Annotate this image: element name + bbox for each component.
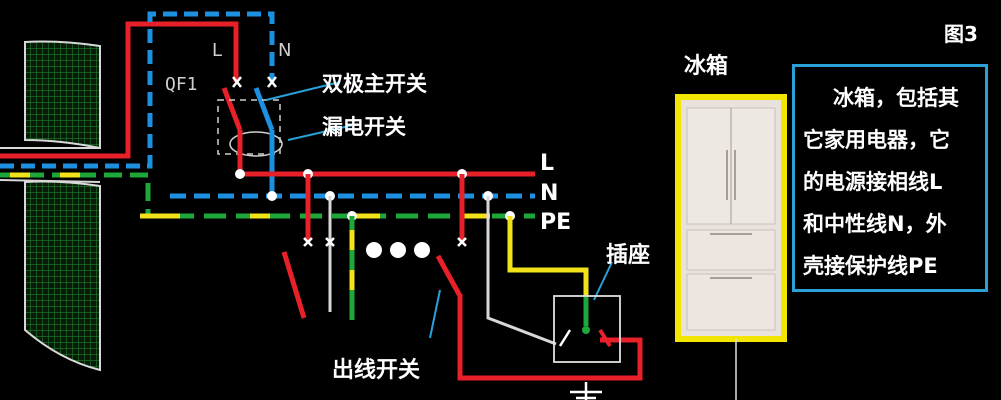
note-line: 和中性线N，外	[803, 212, 947, 236]
branch-circuit-1	[281, 174, 355, 320]
meter-panel-icon	[0, 40, 101, 372]
fridge-title: 冰箱	[684, 54, 729, 79]
breaker-name: QF1	[165, 74, 198, 95]
double-pole-breaker	[217, 76, 359, 196]
note-box: 冰箱，包括其 它家用电器，它 的电源接相线L 和中性线N，外 壳接保护线PE	[792, 64, 988, 292]
note-line: 壳接保护线PE	[803, 254, 938, 278]
note-line: 冰箱，包括其	[833, 86, 959, 110]
fridge-icon	[675, 94, 787, 400]
bus-label-live: L	[540, 151, 555, 176]
bus-label-earth: PE	[540, 210, 572, 235]
ellipsis-dots-icon	[366, 242, 430, 258]
bus-lines	[140, 171, 535, 219]
bus-label-neutral: N	[540, 181, 559, 206]
note-line: 它家用电器，它	[803, 128, 950, 152]
figure-label: 图3	[944, 22, 978, 46]
outgoing-switch-callout: 出线开关	[332, 358, 421, 383]
leakage-switch-callout: 漏电开关	[322, 115, 406, 139]
pole-l-label: L	[212, 40, 223, 61]
outlet-callout: 插座	[606, 243, 651, 268]
outlet-symbol	[553, 295, 621, 363]
pole-n-label: N	[278, 40, 292, 61]
ground-symbol-icon	[570, 382, 602, 400]
main-switch-callout: 双极主开关	[322, 72, 427, 96]
branch-circuit-2	[429, 174, 643, 381]
note-line: 的电源接相线L	[803, 170, 943, 194]
incoming-wires	[0, 11, 275, 216]
